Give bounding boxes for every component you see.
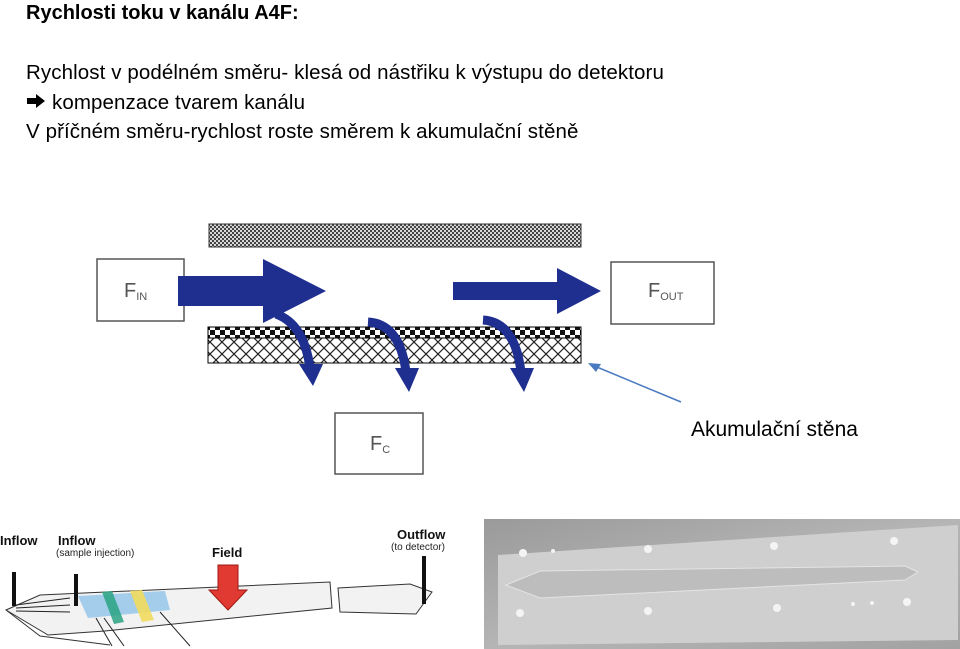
sample-injection-note: (sample injection)	[56, 548, 134, 559]
upper-channel-wall	[208, 223, 582, 248]
channel-sketch: Inflow Inflow (sample injection) Field O…	[0, 527, 446, 647]
wall-pointer-line	[591, 364, 682, 403]
to-detector-note: (to detector)	[391, 542, 445, 553]
field-label: Field	[212, 545, 242, 560]
compensation-line: kompenzace tvarem kanálu	[26, 91, 305, 115]
right-arrow-icon	[26, 91, 52, 115]
longitudinal-velocity-text: Rychlost v podélném směru- klesá od nást…	[26, 61, 664, 84]
outflow-label: Outflow	[397, 527, 446, 542]
fin-box	[96, 258, 185, 322]
fin-label: FIN	[124, 280, 147, 303]
slide-title: Rychlosti toku v kanálu A4F:	[26, 2, 299, 24]
field-arrow	[207, 564, 249, 611]
inflow-sample-label: Inflow	[58, 533, 96, 548]
accumulation-wall-label: Akumulační stěna	[691, 418, 858, 441]
fc-label: FC	[370, 433, 390, 456]
cross-flow-arrows	[274, 309, 526, 373]
compensation-text: kompenzace tvarem kanálu	[52, 91, 306, 114]
transverse-velocity-text: V příčném směru-rychlost roste směrem k …	[26, 120, 579, 143]
inflow-arrow	[178, 259, 326, 323]
outflow-arrow	[453, 268, 601, 314]
fc-box	[334, 412, 424, 475]
fout-label: FOUT	[648, 280, 684, 303]
channel-spacer-photo	[484, 519, 960, 649]
fout-box	[610, 261, 715, 325]
inflow-label: Inflow	[0, 533, 38, 548]
